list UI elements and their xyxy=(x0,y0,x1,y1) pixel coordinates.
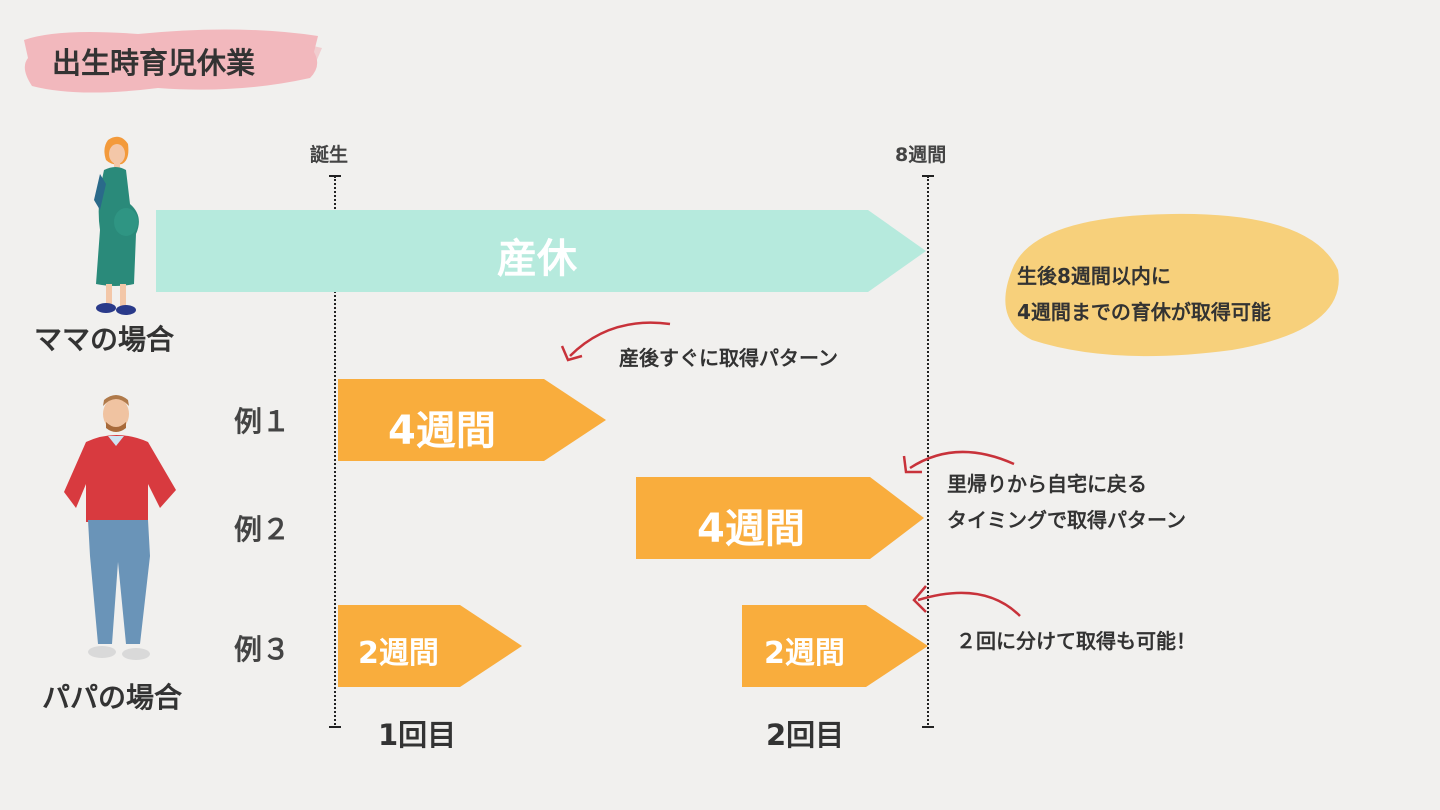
second-round-label: 2回目 xyxy=(766,718,845,752)
note-bubble xyxy=(1005,213,1339,357)
example-3-label: 例３ xyxy=(234,633,291,666)
birth-marker-label: 誕生 xyxy=(310,144,349,166)
page-title: 出生時育児休業 xyxy=(52,46,256,80)
example-1-bar xyxy=(338,379,606,461)
birth-line-bottom-cap xyxy=(329,726,341,728)
first-round-label: 1回目 xyxy=(378,718,457,752)
example-3-first-bar xyxy=(338,605,522,687)
mom-case-label: ママの場合 xyxy=(34,323,175,356)
example-1-bar-label: 4週間 xyxy=(388,408,496,454)
example-3-second-bar xyxy=(742,605,928,687)
mom-illustration-icon xyxy=(94,136,139,315)
return-home-pointer-icon xyxy=(902,450,1015,474)
after-birth-pointer-icon xyxy=(560,321,671,362)
return-home-note-line-1: 里帰りから自宅に戻る xyxy=(947,472,1147,496)
birth-line-top-cap xyxy=(329,175,341,177)
eight-weeks-marker-label: 8週間 xyxy=(895,144,947,166)
example-2-bar xyxy=(636,477,924,559)
eight-weeks-line-top-cap xyxy=(922,175,934,177)
dad-illustration-icon xyxy=(64,395,176,660)
birth-timeline-line xyxy=(334,176,336,728)
dad-case-label: パパの場合 xyxy=(42,681,183,714)
example-1-label: 例１ xyxy=(234,405,291,438)
example-3-first-bar-label: 2週間 xyxy=(358,636,439,671)
maternity-leave-label: 産休 xyxy=(497,236,577,282)
note-bubble-line-2: 4週間までの育休が取得可能 xyxy=(1017,300,1271,324)
example-2-label: 例２ xyxy=(234,513,291,546)
eight-weeks-line-bottom-cap xyxy=(922,726,934,728)
example-2-bar-label: 4週間 xyxy=(697,506,805,552)
example-3-second-bar-label: 2週間 xyxy=(764,636,845,671)
note-bubble-line-1: 生後8週間以内に xyxy=(1017,264,1171,288)
after-birth-pattern-note: 産後すぐに取得パターン xyxy=(619,346,838,370)
split-pointer-icon xyxy=(912,585,1021,617)
split-note: ２回に分けて取得も可能！ xyxy=(956,629,1196,653)
title-brush-stroke xyxy=(24,29,322,93)
eight-weeks-timeline-line xyxy=(927,176,929,728)
return-home-note-line-2: タイミングで取得パターン xyxy=(947,508,1186,532)
maternity-leave-bar xyxy=(156,210,926,292)
